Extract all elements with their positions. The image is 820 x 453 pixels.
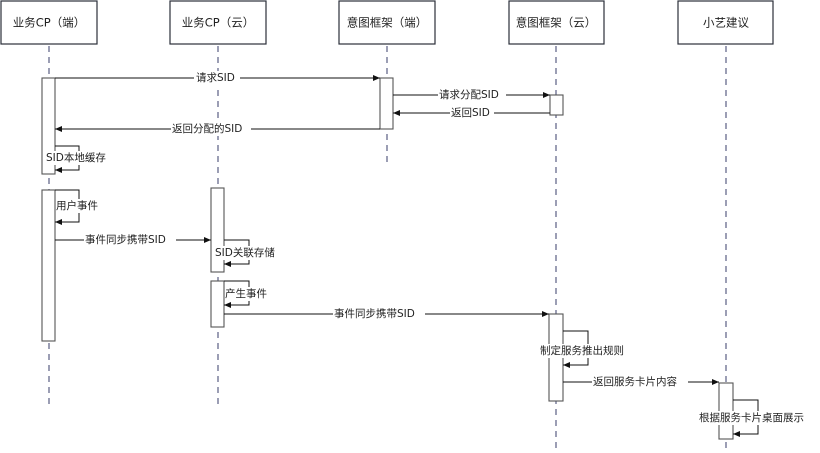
message-return-allocated-sid: 返回分配的SID [55, 122, 380, 136]
activation-cp-cloud-2 [210, 280, 225, 328]
message-label: SID本地缓存 [46, 151, 106, 164]
participant-label: 意图框架（云） [516, 16, 597, 30]
message-label: 请求SID [196, 71, 235, 84]
message-label: 请求分配SID [439, 88, 499, 101]
message-return-sid: 返回SID [393, 106, 550, 120]
message-sid-association-store: SID关联存储 [215, 239, 285, 267]
participant-label: 意图框架（端） [347, 16, 428, 30]
participant-label: 业务CP（端） [13, 16, 85, 30]
message-sid-local-cache: SID本地缓存 [46, 145, 112, 173]
activation-cp-end-2 [41, 189, 56, 342]
message-request-sid: 请求SID [55, 71, 380, 85]
message-request-allocate-sid: 请求分配SID [393, 88, 550, 102]
participant-fw-cloud[interactable]: 意图框架（云） [508, 0, 605, 45]
message-generate-event: 产生事件 [224, 280, 273, 308]
participant-cp-end[interactable]: 业务CP（端） [0, 0, 98, 45]
message-label: 返回SID [451, 107, 490, 119]
activation-fw-cloud-1 [549, 94, 564, 116]
participant-xiaoyi[interactable]: 小艺建议 [677, 0, 774, 45]
message-label: 返回分配的SID [172, 122, 242, 135]
message-label: 事件同步携带SID [334, 307, 415, 320]
message-label: 返回服务卡片内容 [593, 375, 677, 388]
participant-label: 业务CP（云） [182, 16, 254, 30]
message-event-sync-to-fw-cloud: 事件同步携带SID [224, 307, 549, 321]
participant-fw-end[interactable]: 意图框架（端） [338, 0, 436, 45]
message-label: 根据服务卡片桌面展示 [699, 411, 804, 424]
message-desktop-display: 根据服务卡片桌面展示 [698, 399, 816, 437]
message-define-service-rules: 制定服务推出规则 [539, 330, 637, 368]
participant-cp-cloud[interactable]: 业务CP（云） [169, 0, 267, 45]
message-event-sync-to-cp-cloud: 事件同步携带SID [55, 233, 211, 247]
message-label: 制定服务推出规则 [540, 344, 624, 357]
activation-fw-end [379, 77, 394, 130]
message-label: 用户事件 [56, 199, 98, 212]
message-label: 事件同步携带SID [85, 233, 166, 246]
message-user-event: 用户事件 [55, 189, 104, 225]
message-label: 产生事件 [225, 287, 267, 300]
message-label: SID关联存储 [215, 246, 275, 259]
participant-label: 小艺建议 [703, 16, 749, 30]
message-return-service-card: 返回服务卡片内容 [563, 375, 719, 389]
